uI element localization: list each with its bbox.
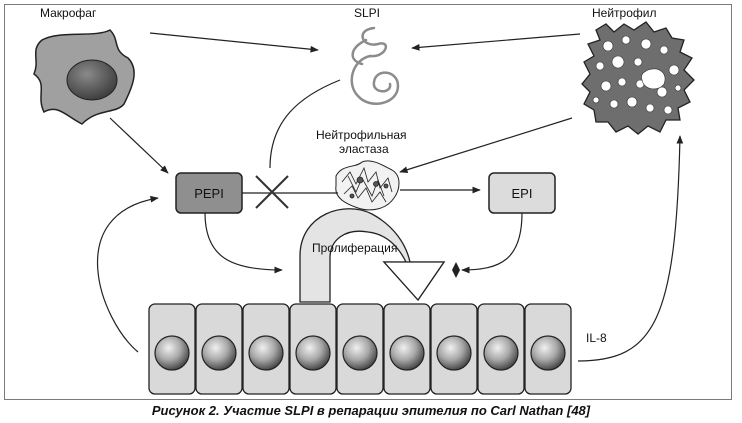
macrophage-nucleus — [66, 59, 118, 101]
diamond-marker — [452, 262, 460, 278]
epithelium-layer — [148, 303, 572, 395]
arrow-epithelium-to-pepi — [96, 195, 159, 353]
cell-nucleus — [201, 335, 237, 371]
cell-nucleus — [154, 335, 190, 371]
inhibition-cross — [255, 175, 289, 209]
elastase-label-line1: Нейтрофильная — [316, 128, 407, 142]
arrow-pepi-to-proliferation — [204, 212, 283, 274]
arrows — [96, 32, 684, 362]
cell-nucleus — [342, 335, 378, 371]
slpi-diagram: Макрофаг SLPI Нейтрофил Нейтрофильн — [33, 6, 695, 395]
cell-nucleus — [483, 335, 519, 371]
macrophage-cell — [33, 29, 135, 125]
cell-nucleus — [389, 335, 425, 371]
proliferation-label: Пролиферация — [312, 241, 397, 255]
arrow-il8-to-neutrophil — [577, 135, 684, 362]
cell-nucleus — [530, 335, 566, 371]
arrow-macrophage-to-pepi — [109, 117, 169, 174]
cell-nucleus — [248, 335, 284, 371]
line-slpi-inhibits — [269, 79, 341, 169]
arrow-neutrophil-to-slpi — [411, 33, 581, 51]
pepi-label: PEPI — [194, 186, 224, 201]
arrow-neutrophil-to-elastase — [399, 117, 573, 173]
figure-caption: Рисунок 2. Участие SLPI в репарации эпит… — [151, 403, 591, 418]
cell-nucleus — [436, 335, 472, 371]
cell-nucleus — [295, 335, 331, 371]
macrophage-label: Макрофаг — [40, 6, 97, 20]
proliferation-arrow — [299, 208, 446, 303]
slpi-label: SLPI — [354, 6, 380, 20]
il8-label: IL-8 — [586, 331, 607, 345]
neutrophil-cell — [581, 21, 695, 135]
figure-frame — [4, 4, 732, 400]
arrow-macrophage-to-slpi — [149, 32, 319, 53]
elastase-label-line2: эластаза — [339, 142, 389, 156]
epi-label: EPI — [512, 186, 533, 201]
neutrophil-label: Нейтрофил — [592, 6, 656, 20]
slpi-molecule — [350, 26, 400, 105]
elastase-molecule — [335, 160, 400, 211]
arrow-epi-to-proliferation — [461, 212, 523, 274]
